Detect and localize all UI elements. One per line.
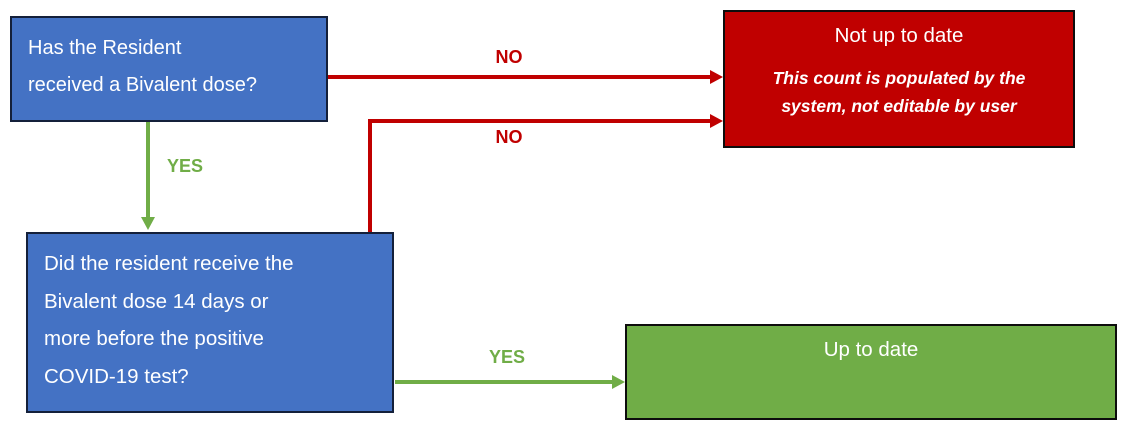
arrowhead-down-icon	[141, 217, 155, 230]
arrow-line-q1-no	[328, 75, 711, 79]
arrowhead-right-icon	[710, 114, 723, 128]
arrow-line-q2-no-vertical	[368, 119, 372, 232]
node-text-line: Bivalent dose 14 days or	[44, 289, 269, 313]
node-text-line: Has the Resident	[28, 37, 182, 59]
edge-label-yes-q2: YES	[488, 347, 526, 367]
arrow-line-q1-yes	[146, 122, 150, 218]
node-question-14-days-before-test: Did the resident receive the Bivalent do…	[26, 232, 394, 413]
arrow-line-q2-yes	[395, 380, 613, 384]
arrowhead-right-icon	[612, 375, 625, 389]
outcome-title: Not up to date	[834, 24, 964, 47]
node-text-line: Did the resident receive the	[44, 252, 294, 275]
edge-label-yes-q1: YES	[166, 156, 204, 176]
edge-label-no-q1: NO	[495, 47, 523, 67]
edge-label-no-q2: NO	[495, 127, 523, 147]
node-text-line: COVID-19 test?	[44, 364, 189, 388]
outcome-title: Up to date	[823, 338, 919, 361]
outcome-note: This count is populated by the system, n…	[725, 64, 1073, 120]
node-text-line: more before the positive	[44, 327, 264, 350]
node-outcome-up-to-date: Up to date	[625, 324, 1117, 420]
note-line: This count is populated by the	[772, 68, 1026, 88]
note-line: system, not editable by user	[781, 96, 1017, 116]
node-outcome-not-up-to-date: Not up to date This count is populated b…	[723, 10, 1075, 148]
node-text-line: received a Bivalent dose?	[28, 74, 258, 96]
node-question-bivalent-dose: Has the Resident received a Bivalent dos…	[10, 16, 328, 122]
arrowhead-right-icon	[710, 70, 723, 84]
arrow-line-q2-no-horizontal	[368, 119, 711, 123]
